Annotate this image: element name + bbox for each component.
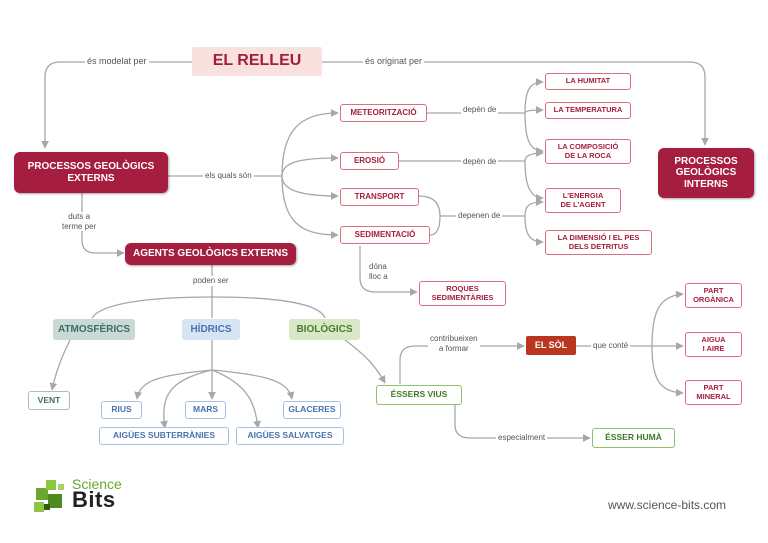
- edge-fan-sedimentacio: [281, 175, 339, 239]
- science-bits-logo-icon: [34, 480, 64, 512]
- edge-essers-sol: [399, 342, 525, 384]
- edge-sol-mineral: [651, 345, 684, 397]
- label-depenen-de: depenen de: [456, 211, 503, 221]
- label-depen-de-2: depèn de: [461, 157, 499, 167]
- roques-sedimentaries-node: ROQUES SEDIMENTÀRIES: [419, 281, 506, 306]
- label-especialment: especialment: [496, 433, 548, 443]
- esser-huma-node: ÉSSER HUMÀ: [592, 428, 675, 448]
- composicio-node: LA COMPOSICIÓ DE LA ROCA: [545, 139, 631, 164]
- edge-externs-agents: [81, 193, 125, 257]
- meteoritzacio-node: METEORITZACIÓ: [340, 104, 427, 122]
- rius-node: RIUS: [101, 401, 142, 419]
- aigues-subterranies-node: AIGÜES SUBTERRÀNIES: [99, 427, 229, 445]
- edge-essers-huma: [454, 405, 591, 442]
- title-node: EL RELLEU: [192, 47, 322, 76]
- edge-h-glaceres: [211, 369, 295, 400]
- edge-title-interns: [322, 61, 709, 146]
- part-organica-node: PART ORGÀNICA: [685, 283, 742, 308]
- agents-externs-node: AGENTS GEOLÒGICS EXTERNS: [125, 243, 296, 265]
- aigua-aire-node: AIGUA I AIRE: [685, 332, 742, 357]
- edge-fan-erosio: [281, 154, 339, 177]
- vent-node: VENT: [28, 391, 70, 410]
- edge-h-salvatges: [211, 369, 261, 429]
- edge-sed-depenen: [429, 215, 441, 236]
- processos-interns-node: PROCESSOS GEOLÒGICS INTERNS: [658, 148, 754, 198]
- label-depen-de-1: depèn de: [461, 105, 499, 115]
- footer-url[interactable]: www.science-bits.com: [608, 498, 727, 512]
- dimensio-node: LA DIMENSIÓ I EL PES DELS DETRITUS: [545, 230, 652, 255]
- label-es-originat-per: és originat per: [363, 56, 425, 67]
- biologics-node: BIOLÒGICS: [289, 319, 360, 340]
- edge-split-atmos: [91, 296, 213, 319]
- edge-depen-temperatura: [524, 106, 544, 114]
- edge-transport-depenen: [418, 195, 441, 217]
- humitat-node: LA HUMITAT: [545, 73, 631, 90]
- mars-node: MARS: [185, 401, 226, 419]
- label-poden-ser: poden ser: [191, 276, 231, 286]
- edge-depenen-dimensio: [524, 215, 544, 246]
- temperatura-node: LA TEMPERATURA: [545, 102, 631, 119]
- logo-bits-text: Bits: [72, 487, 116, 512]
- energia-node: L'ENERGIA DE L'AGENT: [545, 188, 621, 213]
- label-duts-a-terme-per: duts a terme per: [60, 212, 99, 232]
- edge-split-bio: [211, 296, 326, 319]
- atmosferics-node: ATMOSFÈRICS: [53, 319, 135, 340]
- el-sol-node: EL SÒL: [526, 336, 576, 355]
- edge-fan-transport: [281, 175, 339, 200]
- glaceres-node: GLACERES: [283, 401, 341, 419]
- edge-h-rius: [134, 369, 213, 400]
- edge-sed-roques: [359, 246, 418, 296]
- transport-node: TRANSPORT: [340, 188, 419, 206]
- edge-depenen-energia: [524, 198, 544, 217]
- aigues-salvatges-node: AIGÜES SALVATGES: [236, 427, 344, 445]
- edge-sol-organica: [651, 290, 684, 347]
- label-dona-lloc-a: dóna lloc a: [367, 262, 390, 282]
- edge-atmos-vent: [49, 339, 71, 391]
- edge-depen2-energia: [524, 160, 544, 202]
- edge-h-subterranies: [160, 369, 213, 429]
- logo-science-text: Science: [72, 476, 122, 492]
- label-els-quals-son: els quals són: [203, 171, 254, 181]
- label-que-conte: que conté: [591, 341, 631, 351]
- essers-vius-node: ÉSSERS VIUS: [376, 385, 462, 405]
- processos-externs-node: PROCESSOS GEOLÒGICS EXTERNS: [14, 152, 168, 193]
- hidrics-node: HÍDRICS: [182, 319, 240, 340]
- edge-bio-essers: [344, 339, 386, 384]
- edge-fan-meteo: [281, 109, 339, 177]
- part-mineral-node: PART MINERAL: [685, 380, 742, 405]
- edge-depen-composicio: [524, 112, 544, 155]
- edge-title-externs: [41, 61, 192, 149]
- sedimentacio-node: SEDIMENTACIÓ: [340, 226, 430, 244]
- erosio-node: EROSIÓ: [340, 152, 399, 170]
- edge-depen-humitat: [524, 78, 544, 114]
- label-es-modelat-per: és modelat per: [85, 56, 149, 67]
- label-contribueixen-a-formar: contribueixen a formar: [428, 334, 480, 354]
- edge-depen2-composicio: [524, 149, 544, 162]
